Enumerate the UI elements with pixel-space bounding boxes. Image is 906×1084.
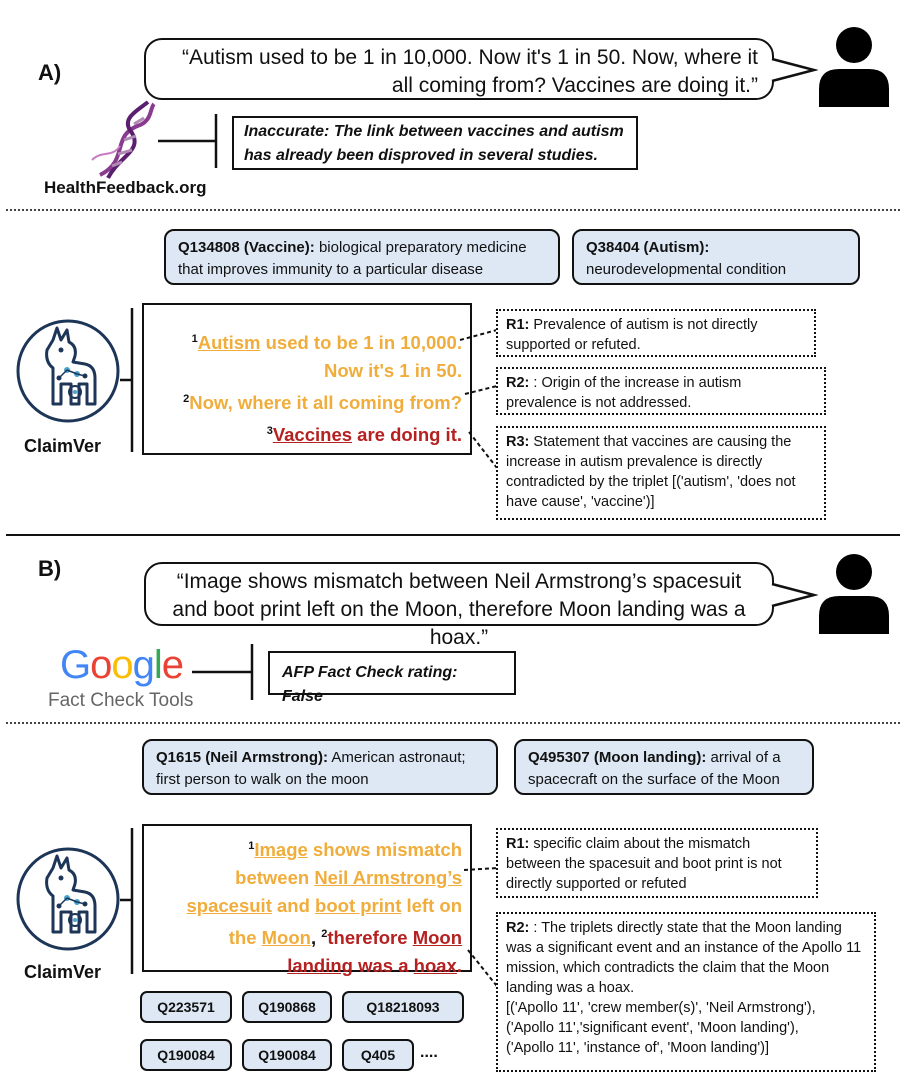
person-icon (819, 554, 889, 634)
qid-chip: Q223571 (140, 991, 232, 1023)
rationale-box-r2-a: R2: : Origin of the increase in autism p… (496, 367, 826, 415)
qid-chip: Q18218093 (342, 991, 464, 1023)
rationale-tag: R1: (506, 317, 530, 333)
decomposed-claim-box-b: 1Image shows mismatch between Neil Armst… (142, 824, 472, 976)
person-icon (819, 27, 889, 107)
afp-verdict: AFP Fact Check rating: False (268, 651, 516, 705)
source-connector-b (192, 644, 254, 700)
rationale-tag: R1: (506, 836, 530, 852)
entity-card-autism: Q38404 (Autism): neurodevelopmental cond… (572, 229, 860, 285)
claim-sentence-2: Now, where it all coming from? (189, 392, 462, 414)
claim-sentence-1a: used to be 1 in 10,000. (260, 332, 462, 354)
claim-entity-neil-armstrong: Neil Armstrong’s (314, 867, 462, 889)
divider-dotted-b (6, 722, 900, 724)
claim-quote-text-a: “Autism used to be 1 in 10,000. Now it's… (182, 46, 758, 97)
qid-ellipsis: .... (420, 1044, 438, 1061)
rationale-tag: R2: (506, 920, 530, 936)
dna-icon (91, 100, 156, 179)
claimver-label-b: ClaimVer (24, 962, 102, 982)
sentence-number: 2 (183, 393, 190, 406)
divider-dotted-a (6, 209, 900, 211)
rationale-tag: R3: (506, 434, 530, 450)
claimver-llama-icon (16, 847, 120, 951)
entity-description: American astronaut; first person to walk… (156, 749, 466, 788)
rationale-box-r1-b: R1: specific claim about the mismatch be… (496, 828, 818, 898)
rationale-text: specific claim about the mismatch betwee… (506, 836, 782, 892)
claim-text: therefore (327, 927, 413, 949)
entity-card-moon-landing: Q495307 (Moon landing): arrival of a spa… (514, 739, 814, 795)
entity-card-neil-armstrong: Q1615 (Neil Armstrong): American astrona… (142, 739, 498, 795)
rationale-tag: R2: (506, 375, 530, 391)
healthfeedback-source-name: HealthFeedback.org (44, 178, 207, 197)
decomposed-claim-box-a: 1Autism used to be 1 in 10,000. Now it's… (142, 303, 472, 455)
rationale-connectors-b (463, 867, 501, 991)
claim-entity-moon: Moon (261, 927, 311, 949)
claim-entity-moon-2: Moon (412, 927, 462, 949)
section-b-label: B) (38, 556, 62, 581)
fact-check-tools-label: Fact Check Tools (48, 690, 194, 711)
bubble-tail-a (771, 57, 818, 83)
healthfeedback-verdict: Inaccurate: The link between vaccines an… (232, 116, 638, 170)
claim-quote-bubble-b: “Image shows mismatch between Neil Armst… (144, 562, 774, 649)
rationale-box-r1-a: R1: Prevalence of autism is not directly… (496, 309, 816, 357)
qid-chip: Q190084 (242, 1039, 332, 1071)
claim-sentence-1b: Now it's 1 in 50. (323, 360, 462, 382)
claim-text: was a (352, 955, 414, 977)
bubble-tail-b (771, 582, 818, 608)
claim-entity-autism: Autism (197, 332, 261, 354)
claim-quote-text-b: “Image shows mismatch between Neil Armst… (172, 570, 746, 649)
entity-description: biological preparatory medicine that imp… (178, 239, 527, 278)
source-connector-a (158, 114, 218, 168)
entity-id: Q1615 (Neil Armstrong): (156, 749, 328, 766)
sentence-number: 1 (191, 333, 198, 345)
claimver-connector-b (120, 828, 134, 974)
claim-entity-hoax: hoax (413, 955, 457, 977)
sentence-number: 3 (266, 425, 273, 438)
rationale-box-r2-b: R2: : The triplets directly state that t… (496, 912, 876, 1072)
sentence-number: 2 (321, 928, 328, 941)
claimver-llama-icon (16, 319, 120, 423)
claim-text: left on (401, 895, 462, 917)
claim-text: the (228, 927, 262, 949)
claimver-connector-a (120, 308, 134, 452)
claim-text: , (310, 927, 322, 949)
claim-text: . (456, 955, 462, 977)
rationale-text: Statement that vaccines are causing the … (506, 434, 796, 510)
claim-entity-image: Image (254, 839, 308, 861)
claim-entity-spacesuit: spacesuit (186, 895, 272, 917)
section-a-label: A) (38, 60, 62, 85)
sentence-number: 1 (248, 840, 255, 852)
entity-id: Q38404 (Autism): (586, 239, 710, 256)
google-logo: Google (60, 643, 184, 687)
qid-chip: Q405 (342, 1039, 414, 1071)
entity-description: arrival of a spacecraft on the surface o… (528, 749, 781, 788)
claim-entity-boot-print: boot print (315, 895, 402, 917)
qid-chip: Q190084 (140, 1039, 232, 1071)
entity-description: neurodevelopmental condition (586, 261, 787, 278)
rationale-text: Prevalence of autism is not directly sup… (506, 317, 758, 353)
triplet-line: [('Apollo 11', 'crew member(s)', 'Neil A… (506, 1000, 816, 1016)
claimver-label-a: ClaimVer (24, 436, 102, 456)
triplet-line: ('Apollo 11','significant event', 'Moon … (506, 1020, 799, 1036)
rationale-text: : Origin of the increase in autism preva… (506, 375, 742, 411)
rationale-connectors-a (459, 329, 498, 469)
claim-entity-vaccines: Vaccines (272, 424, 353, 446)
claim-quote-bubble-a: “Autism used to be 1 in 10,000. Now it's… (144, 38, 774, 100)
claim-text: between (235, 867, 315, 889)
entity-id: Q495307 (Moon landing): (528, 749, 707, 766)
rationale-box-r3-a: R3: Statement that vaccines are causing … (496, 426, 826, 520)
claim-entity-landing: landing (287, 955, 353, 977)
section-divider (6, 534, 900, 536)
qid-chip: Q190868 (242, 991, 332, 1023)
claim-text: and (271, 895, 316, 917)
entity-id: Q134808 (Vaccine): (178, 239, 315, 256)
rationale-text: : The triplets directly state that the M… (506, 920, 862, 996)
claim-sentence-3: are doing it. (352, 424, 462, 446)
triplet-line: ('Apollo 11', 'instance of', 'Moon landi… (506, 1040, 769, 1056)
claim-text: shows mismatch (307, 839, 462, 861)
entity-card-vaccine: Q134808 (Vaccine): biological preparator… (164, 229, 560, 285)
